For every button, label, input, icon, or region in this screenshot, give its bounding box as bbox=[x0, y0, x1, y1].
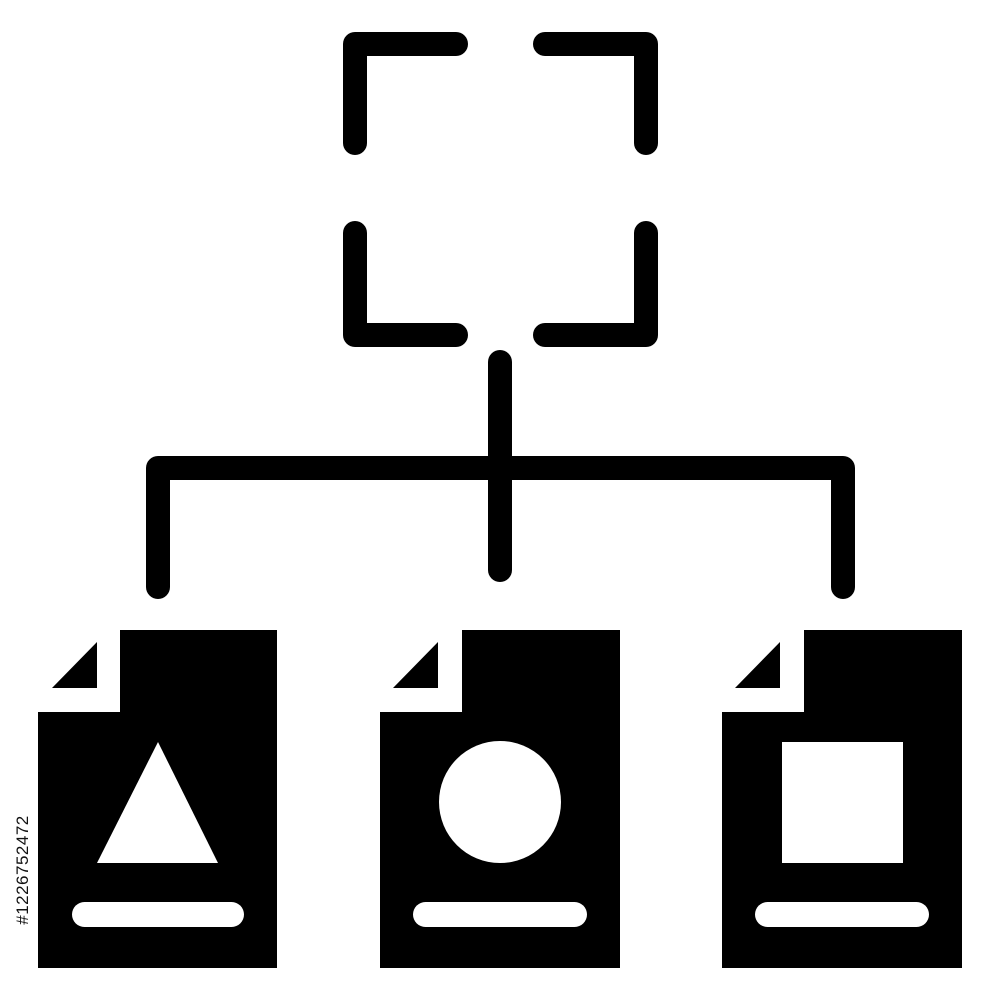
frame-corner-top-right bbox=[533, 32, 658, 155]
document-caption-line bbox=[72, 902, 244, 927]
stock-watermark: #1226752472 bbox=[6, 755, 40, 985]
document-fold-corner bbox=[393, 642, 438, 688]
selection-frame-icon bbox=[343, 32, 658, 347]
frame-corner-bottom-right bbox=[533, 221, 658, 347]
hierarchy-connector bbox=[146, 350, 855, 599]
document-circle bbox=[380, 630, 620, 968]
frame-corner-bottom-left bbox=[343, 221, 468, 347]
document-caption-line bbox=[413, 902, 587, 927]
square-icon bbox=[782, 742, 903, 863]
circle-icon bbox=[439, 741, 561, 863]
document-triangle bbox=[38, 630, 277, 968]
document-fold-corner bbox=[735, 642, 780, 688]
document-caption-line bbox=[755, 902, 929, 927]
document-square bbox=[722, 630, 962, 968]
frame-corner-top-left bbox=[343, 32, 468, 155]
document-fold-corner bbox=[52, 642, 97, 688]
connector-branch bbox=[146, 456, 855, 599]
triangle-icon bbox=[97, 742, 218, 863]
stock-id-label: #1226752472 bbox=[13, 815, 33, 925]
